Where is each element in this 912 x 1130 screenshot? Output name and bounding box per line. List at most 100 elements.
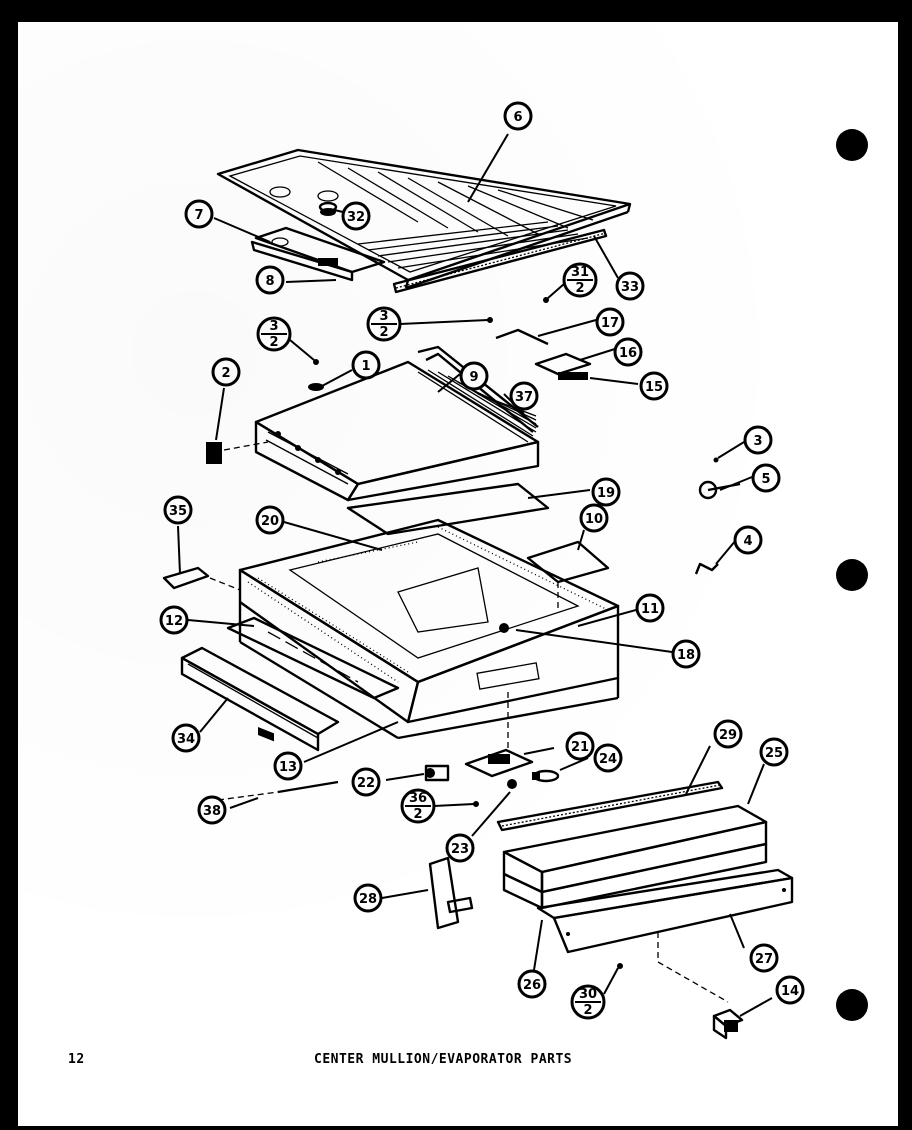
- svg-text:3: 3: [379, 309, 388, 324]
- svg-text:28: 28: [359, 892, 377, 907]
- part-38-wire: [217, 780, 339, 801]
- parts-diagram-page: 6 7 32 8 33 1 2 9 37 17 16 15 3 5 19 35 …: [18, 22, 898, 1126]
- callout-7: 7: [184, 199, 214, 229]
- svg-text:35: 35: [169, 504, 187, 519]
- svg-text:2: 2: [379, 325, 388, 340]
- part-36-screw: [473, 801, 479, 807]
- part-27-trim-rail: [536, 868, 794, 954]
- part-30-screw: [617, 963, 623, 969]
- part-24-bulb: [532, 769, 560, 783]
- callout-37: 37: [509, 381, 539, 411]
- svg-text:29: 29: [719, 728, 737, 743]
- callout-12: 12: [159, 605, 189, 635]
- svg-text:13: 13: [279, 760, 297, 775]
- svg-text:15: 15: [645, 380, 663, 395]
- part-16-15-block: [534, 297, 592, 380]
- part-33-trim-strip: [392, 228, 608, 294]
- svg-text:12: 12: [165, 614, 183, 629]
- callout-16: 16: [613, 337, 643, 367]
- part-35-bracket: [162, 566, 241, 591]
- svg-text:26: 26: [523, 978, 541, 993]
- callout-38: 38: [197, 795, 227, 825]
- svg-text:3: 3: [269, 319, 278, 334]
- part-17-bracket: [487, 317, 549, 346]
- callout-17: 17: [595, 307, 625, 337]
- part-18-screw: [499, 623, 509, 633]
- callout-28: 28: [353, 883, 383, 913]
- callout-21: 21: [565, 731, 595, 761]
- part-2-clip: [206, 441, 269, 464]
- callout-32: 32: [341, 201, 371, 231]
- svg-text:37: 37: [515, 390, 533, 405]
- part-21-switch-plate: [464, 748, 534, 778]
- callout-2: 2: [211, 357, 241, 387]
- svg-text:2: 2: [221, 366, 230, 381]
- svg-text:24: 24: [599, 752, 617, 767]
- svg-text:14: 14: [781, 984, 799, 999]
- svg-text:34: 34: [177, 732, 195, 747]
- part-23-light-socket: [507, 779, 517, 789]
- part-19-gasket: [346, 482, 550, 536]
- svg-text:8: 8: [265, 274, 274, 289]
- svg-text:36: 36: [409, 791, 427, 806]
- callout-19: 19: [591, 477, 621, 507]
- page-number: 12: [68, 1052, 85, 1067]
- callout-8: 8: [255, 265, 285, 295]
- svg-text:2: 2: [575, 281, 584, 296]
- callout-26: 26: [517, 969, 547, 999]
- part-4-spring: [694, 562, 719, 575]
- callout-15: 15: [639, 371, 669, 401]
- svg-text:20: 20: [261, 514, 279, 529]
- part-14-stop: [712, 1008, 744, 1040]
- part-22-connector: [424, 764, 450, 782]
- svg-text:33: 33: [621, 280, 639, 295]
- svg-text:23: 23: [451, 842, 469, 857]
- fraction-callout-3-2-left: 3 2: [256, 316, 292, 352]
- callout-5: 5: [751, 463, 781, 493]
- svg-text:7: 7: [194, 208, 203, 223]
- callout-25: 25: [759, 737, 789, 767]
- svg-text:32: 32: [347, 210, 365, 225]
- callout-6: 6: [503, 101, 533, 131]
- callout-9: 9: [459, 361, 489, 391]
- svg-text:3: 3: [753, 434, 762, 449]
- part-29-gasket-strip: [496, 780, 724, 832]
- svg-text:19: 19: [597, 486, 615, 501]
- svg-text:1: 1: [361, 359, 370, 374]
- svg-text:16: 16: [619, 346, 637, 361]
- callout-14: 14: [775, 975, 805, 1005]
- callout-11: 11: [635, 593, 665, 623]
- callout-29: 29: [713, 719, 743, 749]
- part-1-screw: [308, 359, 324, 391]
- callout-27: 27: [749, 943, 779, 973]
- callout-13: 13: [273, 751, 303, 781]
- part-7-8-control-plate: [250, 226, 386, 282]
- svg-text:30: 30: [579, 987, 597, 1002]
- svg-text:6: 6: [513, 110, 522, 125]
- svg-text:2: 2: [583, 1003, 592, 1018]
- svg-text:2: 2: [269, 335, 278, 350]
- callout-24: 24: [593, 743, 623, 773]
- callout-1: 1: [351, 350, 381, 380]
- callout-33: 33: [615, 271, 645, 301]
- leader-lines: [177, 133, 773, 1017]
- svg-text:17: 17: [601, 316, 619, 331]
- callout-35: 35: [163, 495, 193, 525]
- svg-text:21: 21: [571, 740, 589, 755]
- binder-hole-top: [836, 129, 868, 161]
- svg-text:22: 22: [357, 776, 375, 791]
- svg-text:18: 18: [677, 648, 695, 663]
- part-3-5-hinge: [698, 457, 741, 500]
- part-12-vent-grille: [226, 616, 400, 742]
- svg-text:9: 9: [469, 370, 478, 385]
- svg-text:5: 5: [761, 472, 770, 487]
- part-28-bracket: [428, 856, 474, 930]
- svg-text:4: 4: [743, 534, 752, 549]
- callout-18: 18: [671, 639, 701, 669]
- part-34-rail: [180, 646, 340, 752]
- part-9-evaporator: [254, 345, 540, 502]
- binder-hole-middle: [836, 559, 868, 591]
- callout-34: 34: [171, 723, 201, 753]
- svg-text:11: 11: [641, 602, 659, 617]
- callout-3: 3: [743, 425, 773, 455]
